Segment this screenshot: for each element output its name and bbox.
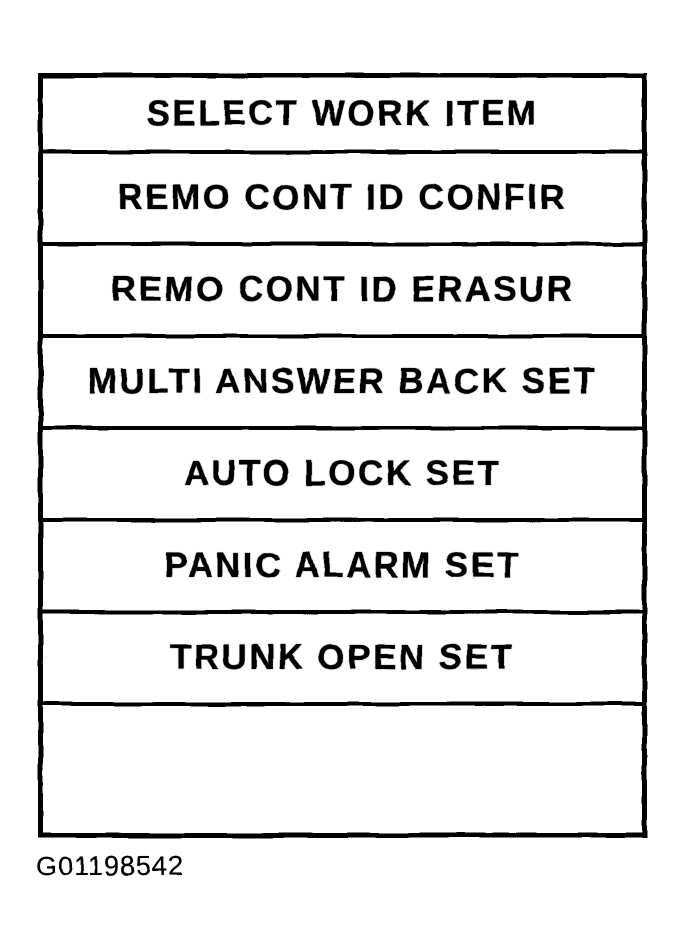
menu-item-trunk-open-set[interactable]: TRUNK OPEN SET xyxy=(43,610,642,702)
menu-item-panic-alarm-set[interactable]: PANIC ALARM SET xyxy=(43,518,642,610)
menu-item-multi-answer-back-set[interactable]: MULTI ANSWER BACK SET xyxy=(43,334,642,426)
figure-id-caption: G01198542 xyxy=(36,851,185,881)
menu-item-empty xyxy=(43,702,642,833)
menu-item-remo-cont-id-erasur[interactable]: REMO CONT ID ERASUR xyxy=(43,242,642,334)
menu-item-auto-lock-set[interactable]: AUTO LOCK SET xyxy=(43,426,642,518)
menu-title: SELECT WORK ITEM xyxy=(146,94,539,133)
menu-item-remo-cont-id-confir[interactable]: REMO CONT ID CONFIR xyxy=(43,150,642,242)
